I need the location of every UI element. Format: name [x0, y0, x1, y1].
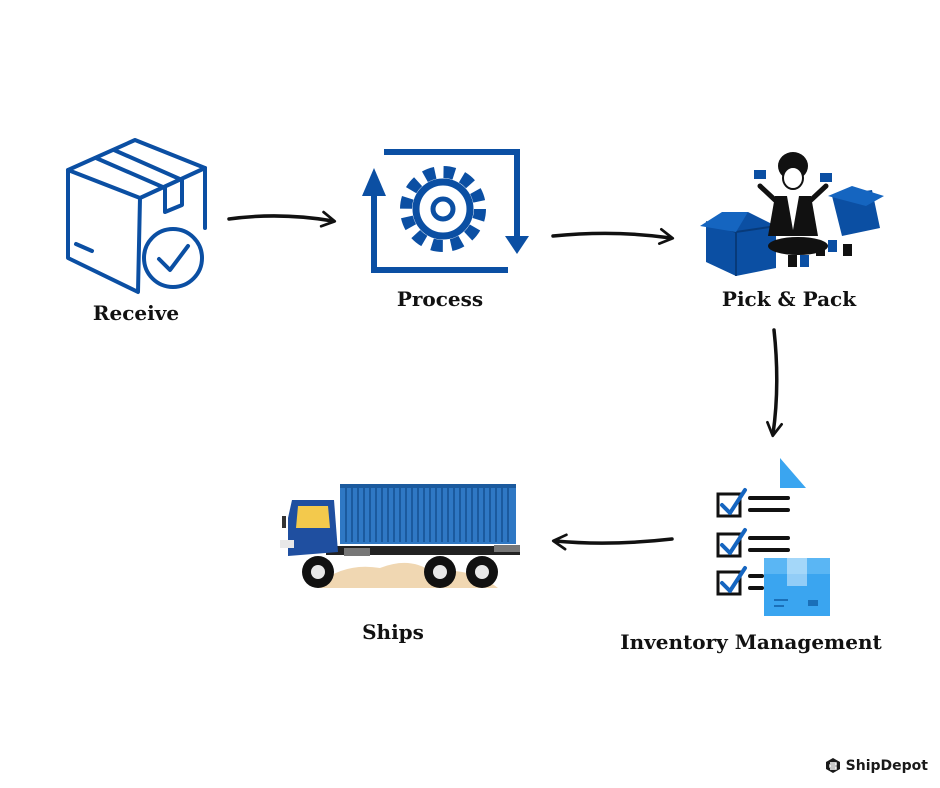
step-label-ships: Ships	[362, 620, 424, 644]
person-boxes-icon	[700, 152, 884, 276]
step-label-receive: Receive	[92, 301, 180, 325]
arrow-process-to-pickpack	[551, 227, 675, 245]
truck-icon	[280, 484, 520, 588]
shipdepot-logo-icon	[825, 758, 840, 773]
box-check-icon	[66, 138, 207, 294]
brand-name: ShipDepot	[845, 757, 928, 774]
step-label-inventory-management: Inventory Management	[620, 630, 882, 654]
brand-logo: ShipDepot	[825, 757, 928, 774]
gear-cycle-icon	[362, 149, 529, 273]
step-label-process: Process	[396, 287, 484, 311]
checklist-box-icon	[716, 458, 830, 616]
arrow-inventory-to-ships	[551, 533, 674, 551]
arrow-pickpack-to-inventory	[766, 328, 784, 438]
step-label-pick-pack: Pick & Pack	[721, 287, 857, 311]
arrow-receive-to-process	[227, 210, 337, 228]
